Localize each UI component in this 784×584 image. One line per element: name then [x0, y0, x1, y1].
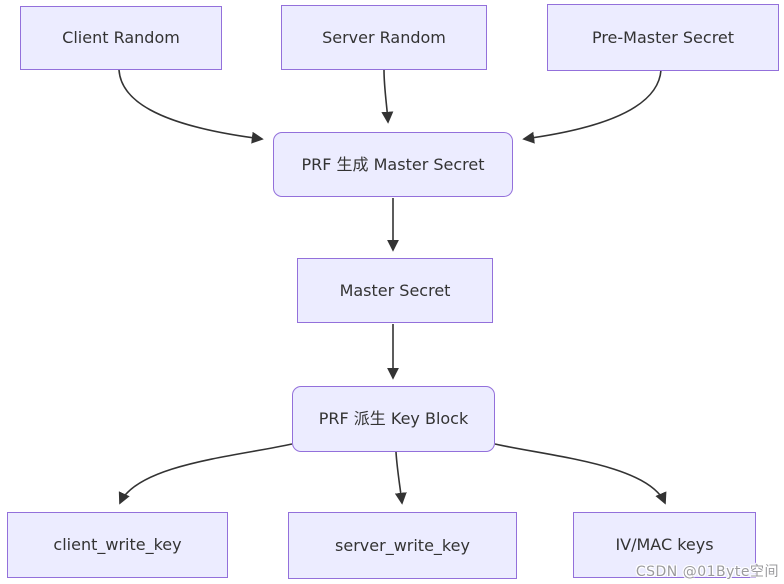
- edge-prf-derive-to-server-write-key: [394, 451, 407, 505]
- node-client-random-label: Client Random: [62, 28, 180, 48]
- node-server-write-key-label: server_write_key: [335, 535, 470, 555]
- node-master-secret-label: Master Secret: [339, 280, 451, 300]
- node-prf-derive-key-block-label: PRF 派生 Key Block: [318, 409, 469, 429]
- edge-prf-derive-to-iv-mac-keys: [494, 443, 667, 505]
- node-client-write-key-label: client_write_key: [53, 535, 182, 555]
- node-prf-generate-master-secret-label: PRF 生成 Master Secret: [301, 154, 485, 174]
- node-prf-generate-master-secret: PRF 生成 Master Secret: [273, 132, 513, 197]
- edge-pre-master-secret-to-prf-generate: [522, 69, 662, 144]
- node-client-random: Client Random: [20, 6, 222, 70]
- edge-prf-derive-to-client-write-key: [118, 443, 293, 505]
- node-server-write-key: server_write_key: [288, 512, 517, 579]
- node-iv-mac-keys-label: IV/MAC keys: [615, 535, 714, 555]
- node-pre-master-secret-label: Pre-Master Secret: [591, 27, 735, 47]
- csdn-watermark: CSDN @01Byte空间: [635, 564, 779, 580]
- edge-client-random-to-prf-generate: [118, 69, 264, 144]
- edge-server-random-to-prf-generate: [381, 69, 394, 124]
- node-server-random-label: Server Random: [322, 27, 446, 47]
- node-pre-master-secret: Pre-Master Secret: [547, 4, 779, 71]
- node-iv-mac-keys: IV/MAC keys: [573, 512, 756, 578]
- node-prf-derive-key-block: PRF 派生 Key Block: [292, 386, 495, 452]
- node-master-secret: Master Secret: [297, 258, 493, 323]
- node-server-random: Server Random: [281, 5, 487, 70]
- node-client-write-key: client_write_key: [7, 512, 228, 578]
